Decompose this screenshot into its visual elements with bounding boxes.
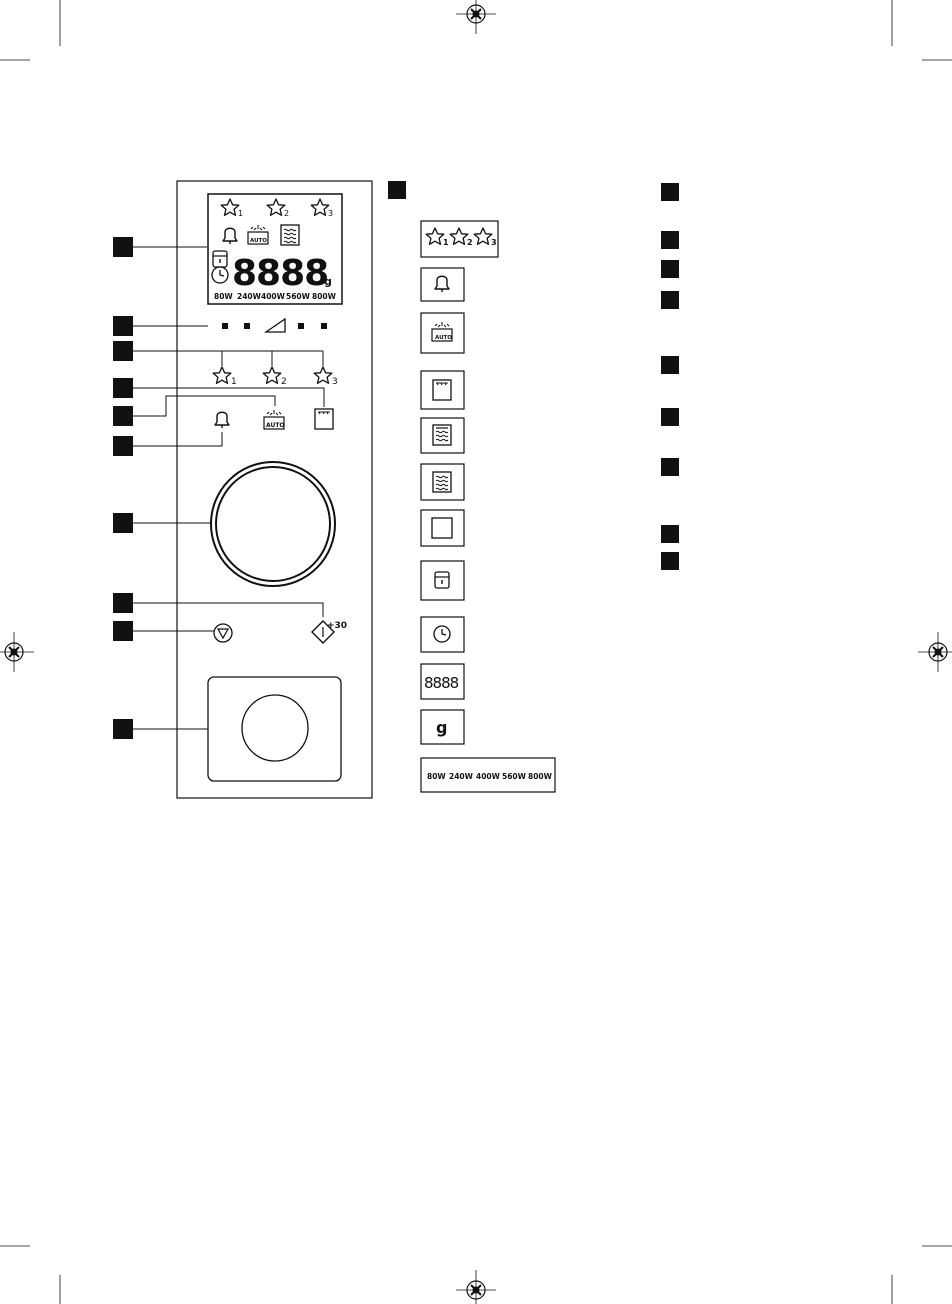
star-2-sub: 2: [281, 377, 287, 387]
star-3-button[interactable]: [313, 366, 333, 384]
callout-marker: [113, 436, 133, 456]
display-clock-icon: [211, 266, 229, 284]
star-3-sub: 3: [332, 377, 338, 387]
display-star-2-sub: 2: [284, 209, 289, 218]
selection-dial[interactable]: [210, 461, 336, 587]
callout-markers-left: [113, 237, 325, 739]
display-star-1-icon: [220, 198, 240, 216]
display-power-80: 80W: [214, 292, 233, 301]
display-power-400: 400W: [261, 292, 286, 301]
registration-mark-right: [917, 631, 952, 673]
display-digits: 8888: [232, 253, 328, 294]
stop-button[interactable]: [213, 623, 233, 643]
legend-star-1-sub: 1: [443, 238, 449, 247]
display-microwave-icon: [280, 224, 300, 246]
legend-star-2-icon: [449, 227, 469, 245]
legend-star-3-icon: [473, 227, 493, 245]
display-auto-label: AUTO: [250, 238, 267, 244]
legend-unit: g: [436, 718, 447, 737]
display-unit: g: [324, 275, 332, 288]
legend-star-3-sub: 3: [491, 238, 497, 247]
legend-bell-icon: [434, 275, 450, 293]
legend-power-levels: 80W 240W 400W 560W 800W: [420, 757, 556, 793]
callout-marker: [661, 183, 679, 201]
star-2-button[interactable]: [262, 366, 282, 384]
legend-digits: 8888: [424, 674, 459, 692]
door-release-button[interactable]: [207, 676, 342, 782]
legend-stars: 1 2 3: [420, 220, 499, 258]
control-panel-frame: [176, 180, 373, 799]
legend-auto-label: AUTO: [435, 335, 452, 341]
grill-button[interactable]: [314, 408, 334, 430]
callout-marker: [113, 719, 133, 739]
display-lock-icon: [212, 250, 228, 268]
callout-markers-right: [661, 183, 679, 570]
callout-marker: [661, 260, 679, 278]
callout-marker: [661, 552, 679, 570]
callout-marker: [113, 621, 133, 641]
legend-power-400: 400W: [476, 772, 501, 781]
callout-marker: [661, 356, 679, 374]
legend-microwave-icon: [432, 471, 452, 493]
legend-combi-icon: [432, 424, 452, 446]
callout-marker: [661, 458, 679, 476]
callout-marker: [113, 237, 133, 257]
display-bell-icon: [222, 227, 238, 245]
start-plus30-button[interactable]: +30: [311, 620, 347, 644]
callout-marker: [113, 378, 133, 398]
auto-button-label: AUTO: [266, 422, 285, 429]
legend-power-240: 240W: [449, 772, 474, 781]
star-1-sub: 1: [231, 377, 237, 387]
display-power-240: 240W: [237, 292, 262, 301]
callout-marker: [113, 341, 133, 361]
callout-marker: [661, 231, 679, 249]
power-level-icon: [263, 317, 286, 333]
display-symbol-legend: 1 2 3 AUTO 8888 g 80W 240W: [388, 181, 556, 793]
power-indicator-row: [222, 317, 327, 333]
display-star-3-icon: [310, 198, 330, 216]
legend-header-marker: [388, 181, 406, 199]
callout-marker: [661, 291, 679, 309]
callout-marker: [113, 406, 133, 426]
star-1-button[interactable]: [212, 366, 232, 384]
legend-star-1-icon: [425, 227, 445, 245]
callout-marker: [113, 593, 133, 613]
registration-mark-left: [0, 631, 35, 673]
timer-bell-button[interactable]: [214, 411, 230, 429]
callout-marker: [661, 525, 679, 543]
display-star-2-icon: [266, 198, 286, 216]
legend-lock-icon: [434, 571, 450, 589]
callout-marker: [661, 408, 679, 426]
plus30-label: +30: [327, 621, 347, 631]
registration-mark-top: [455, 0, 497, 35]
display-power-560: 560W: [286, 292, 311, 301]
legend-power-80: 80W: [427, 772, 446, 781]
display-power-800: 800W: [312, 292, 337, 301]
legend-oven-icon: [431, 517, 453, 539]
legend-star-2-sub: 2: [467, 238, 473, 247]
display-star-3-sub: 3: [328, 209, 333, 218]
display-screen: 1 2 3 AUTO 8888 g 80W 240W 400W 560W 800…: [207, 193, 343, 305]
legend-clock-icon: [433, 625, 451, 643]
legend-power-800: 800W: [528, 772, 553, 781]
callout-marker: [113, 513, 133, 533]
legend-power-560: 560W: [502, 772, 527, 781]
display-star-1-sub: 1: [238, 209, 243, 218]
registration-mark-bottom: [455, 1269, 497, 1304]
callout-marker: [113, 316, 133, 336]
legend-grill-icon: [432, 379, 452, 401]
